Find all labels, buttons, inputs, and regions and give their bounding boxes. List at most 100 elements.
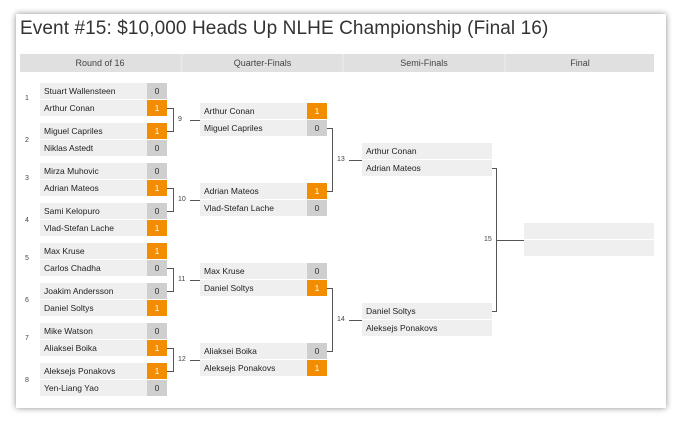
match-number: 15 xyxy=(484,236,492,243)
player-slot[interactable]: Sami Kelopuro 0 xyxy=(40,203,167,219)
match-number: 11 xyxy=(178,276,186,283)
player-name: Daniel Soltys xyxy=(204,283,254,293)
player-name: Mirza Muhovic xyxy=(44,166,99,176)
player-slot[interactable]: Aleksejs Ponakovs 1 xyxy=(200,360,327,376)
player-name: Niklas Astedt xyxy=(44,143,94,153)
player-slot[interactable]: Adrian Mateos 1 xyxy=(200,183,327,199)
connector-line xyxy=(349,160,362,161)
player-name: Arthur Conan xyxy=(204,106,255,116)
connector-line xyxy=(190,360,200,361)
player-name: Arthur Conan xyxy=(44,103,95,113)
player-score: 0 xyxy=(307,200,327,216)
player-slot[interactable]: Arthur Conan xyxy=(362,143,492,159)
connector-line xyxy=(349,320,362,321)
player-score: 1 xyxy=(307,183,327,199)
connector-line xyxy=(167,131,173,132)
player-slot[interactable]: Arthur Conan 1 xyxy=(200,103,327,119)
player-score: 1 xyxy=(307,103,327,119)
player-slot[interactable]: Niklas Astedt 0 xyxy=(40,140,167,156)
player-slot[interactable]: Joakim Andersson 0 xyxy=(40,283,167,299)
player-name: Adrian Mateos xyxy=(204,186,259,196)
connector-line xyxy=(167,371,173,372)
seed-number: 8 xyxy=(25,377,29,384)
connector-line xyxy=(497,240,524,241)
seed-number: 7 xyxy=(25,335,29,342)
connector-line xyxy=(190,280,200,281)
seed-number: 5 xyxy=(25,255,29,262)
player-slot[interactable]: Daniel Soltys 1 xyxy=(200,280,327,296)
connector-line xyxy=(167,291,173,292)
player-score: 0 xyxy=(147,203,167,219)
player-name: Arthur Conan xyxy=(366,146,417,156)
connector-line xyxy=(327,191,332,192)
player-slot[interactable]: Aleksejs Ponakovs xyxy=(362,320,492,336)
player-name: Sami Kelopuro xyxy=(44,206,100,216)
connector-line xyxy=(332,128,333,192)
seed-number: 4 xyxy=(25,217,29,224)
player-name: Yen-Liang Yao xyxy=(44,383,99,393)
player-name: Vlad-Stefan Lache xyxy=(204,203,274,213)
connector-line xyxy=(492,168,496,169)
player-slot[interactable]: Daniel Soltys xyxy=(362,303,492,319)
connector-line xyxy=(327,351,332,352)
player-slot[interactable] xyxy=(524,240,654,256)
player-slot[interactable]: Aliaksei Boika 1 xyxy=(40,340,167,356)
player-score: 0 xyxy=(147,283,167,299)
player-score: 0 xyxy=(307,343,327,359)
connector-line xyxy=(173,348,174,372)
player-slot[interactable]: Aleksejs Ponakovs 1 xyxy=(40,363,167,379)
player-slot[interactable]: Yen-Liang Yao 0 xyxy=(40,380,167,396)
player-score: 1 xyxy=(147,180,167,196)
connector-line xyxy=(327,288,332,289)
player-score: 1 xyxy=(307,360,327,376)
seed-number: 2 xyxy=(25,137,29,144)
column-header-1: Quarter-Finals xyxy=(183,54,342,72)
player-score: 0 xyxy=(147,140,167,156)
player-slot[interactable] xyxy=(524,223,654,239)
player-slot[interactable]: Daniel Soltys 1 xyxy=(40,300,167,316)
connector-line xyxy=(190,200,200,201)
player-name: Daniel Soltys xyxy=(44,303,94,313)
player-score: 1 xyxy=(147,340,167,356)
player-name: Aliaksei Boika xyxy=(204,346,257,356)
player-name: Joakim Andersson xyxy=(44,286,114,296)
player-name: Daniel Soltys xyxy=(366,306,416,316)
player-name: Carlos Chadha xyxy=(44,263,101,273)
player-name: Mike Watson xyxy=(44,326,93,336)
player-score: 0 xyxy=(307,120,327,136)
player-score: 1 xyxy=(147,300,167,316)
player-score: 1 xyxy=(307,280,327,296)
player-name: Aleksejs Ponakovs xyxy=(366,323,438,333)
player-slot[interactable]: Arthur Conan 1 xyxy=(40,100,167,116)
player-score: 1 xyxy=(147,363,167,379)
connector-line xyxy=(167,211,173,212)
player-name: Aleksejs Ponakovs xyxy=(204,363,276,373)
match-number: 9 xyxy=(178,116,182,123)
connector-line xyxy=(167,188,173,189)
player-name: Aliaksei Boika xyxy=(44,343,97,353)
player-name: Vlad-Stefan Lache xyxy=(44,223,114,233)
player-name: Aleksejs Ponakovs xyxy=(44,366,116,376)
player-score: 0 xyxy=(147,380,167,396)
player-score: 1 xyxy=(147,100,167,116)
player-name: Stuart Wallensteen xyxy=(44,86,116,96)
connector-line xyxy=(173,108,174,132)
player-slot[interactable]: Mike Watson 0 xyxy=(40,323,167,339)
player-name: Max Kruse xyxy=(44,246,85,256)
connector-line xyxy=(173,268,174,292)
player-slot[interactable]: Aliaksei Boika 0 xyxy=(200,343,327,359)
player-slot[interactable]: Vlad-Stefan Lache 0 xyxy=(200,200,327,216)
connector-line xyxy=(327,128,332,129)
player-name: Max Kruse xyxy=(204,266,245,276)
player-slot[interactable]: Adrian Mateos xyxy=(362,160,492,176)
player-score: 0 xyxy=(147,323,167,339)
